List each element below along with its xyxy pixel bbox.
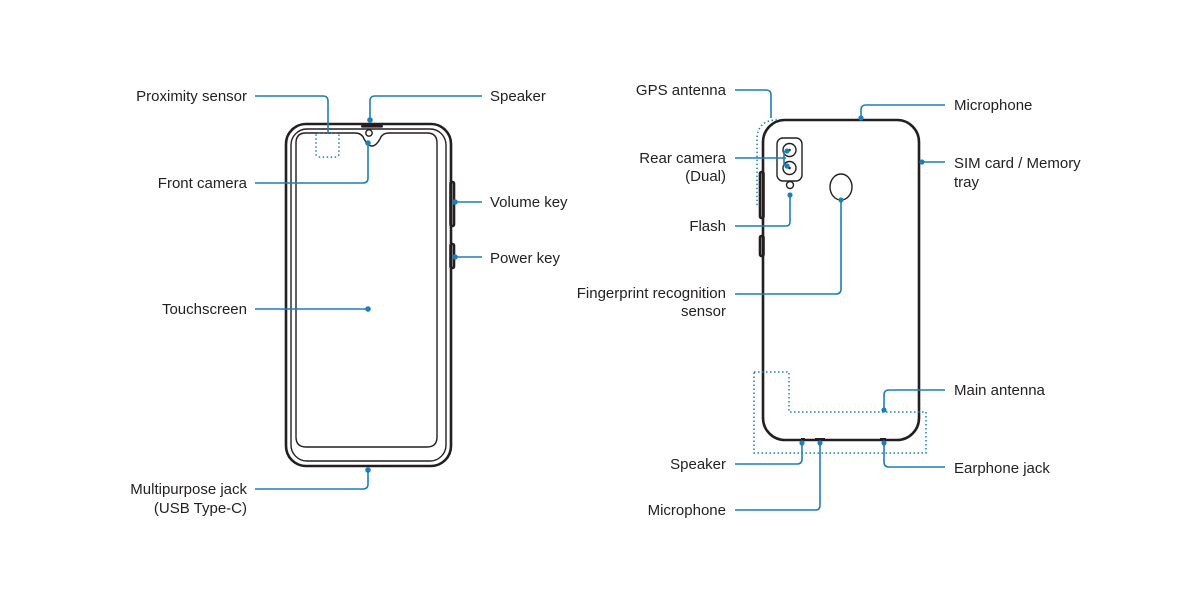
power-key-label: Power key: [490, 250, 561, 267]
multipurpose-jack-leader: [255, 472, 369, 490]
fingerprint-leader: [735, 202, 842, 295]
rear-camera-label: Rear camera: [639, 150, 726, 167]
back-phone-body: [758, 118, 921, 442]
earphone-jack-leader: [883, 445, 945, 468]
front-camera-leader: [255, 145, 369, 184]
fingerprint-label-2: sensor: [681, 303, 726, 320]
microphone-bottom-leader: [735, 445, 821, 511]
proximity-sensor-label: Proximity sensor: [136, 88, 247, 105]
front-camera-label: Front camera: [158, 175, 248, 192]
volume-key-dot: [452, 199, 458, 205]
sim-tray-dot: [919, 159, 925, 165]
volume-key-label: Volume key: [490, 194, 568, 211]
speaker-back-leader: [735, 445, 803, 465]
front-phone-view: Proximity sensor Front camera Touchscree…: [130, 88, 568, 517]
earphone-jack-dot: [881, 440, 887, 446]
sim-tray-label-2: tray: [954, 174, 980, 191]
microphone-bottom-dot: [817, 440, 823, 446]
earphone-jack-label: Earphone jack: [954, 460, 1050, 477]
fingerprint-label: Fingerprint recognition: [577, 285, 726, 302]
multipurpose-jack-label-2: (USB Type-C): [154, 500, 247, 517]
front-camera-dot: [365, 140, 371, 146]
main-antenna-leader: [883, 389, 945, 408]
touchscreen-dot: [365, 306, 371, 312]
flash-dot: [787, 192, 793, 198]
speaker-back-label: Speaker: [670, 456, 726, 473]
gps-antenna-zone: [756, 119, 778, 206]
fingerprint-dot: [838, 197, 844, 203]
speaker-front-label: Speaker: [490, 88, 546, 105]
microphone-top-leader: [860, 104, 945, 118]
main-antenna-zone: [753, 371, 927, 454]
rear-camera-label-2: (Dual): [685, 168, 726, 185]
sim-tray-label: SIM card / Memory: [954, 155, 1081, 172]
touchscreen-label: Touchscreen: [162, 301, 247, 318]
main-antenna-label: Main antenna: [954, 382, 1046, 399]
multipurpose-jack-label: Multipurpose jack: [130, 481, 247, 498]
front-phone-body: [284, 122, 456, 468]
microphone-bottom-label: Microphone: [648, 502, 726, 519]
flash-label: Flash: [689, 218, 726, 235]
speaker-front-leader: [369, 95, 482, 118]
microphone-top-label: Microphone: [954, 97, 1032, 114]
proximity-sensor-leader: [255, 95, 329, 133]
rear-camera-dot-1: [784, 148, 790, 154]
flash-leader: [735, 197, 791, 227]
speaker-front-dot: [367, 117, 373, 123]
power-key-dot: [452, 254, 458, 260]
multipurpose-jack-dot: [365, 467, 371, 473]
gps-antenna-label: GPS antenna: [636, 82, 727, 99]
proximity-sensor-zone: [315, 132, 340, 158]
gps-antenna-leader: [735, 89, 772, 118]
main-antenna-dot: [881, 407, 887, 413]
rear-camera-dot-2: [784, 163, 790, 169]
back-phone-view: GPS antenna Rear camera (Dual) Flash Fin…: [577, 82, 1081, 519]
microphone-top-dot: [858, 115, 864, 121]
speaker-back-dot: [799, 440, 805, 446]
